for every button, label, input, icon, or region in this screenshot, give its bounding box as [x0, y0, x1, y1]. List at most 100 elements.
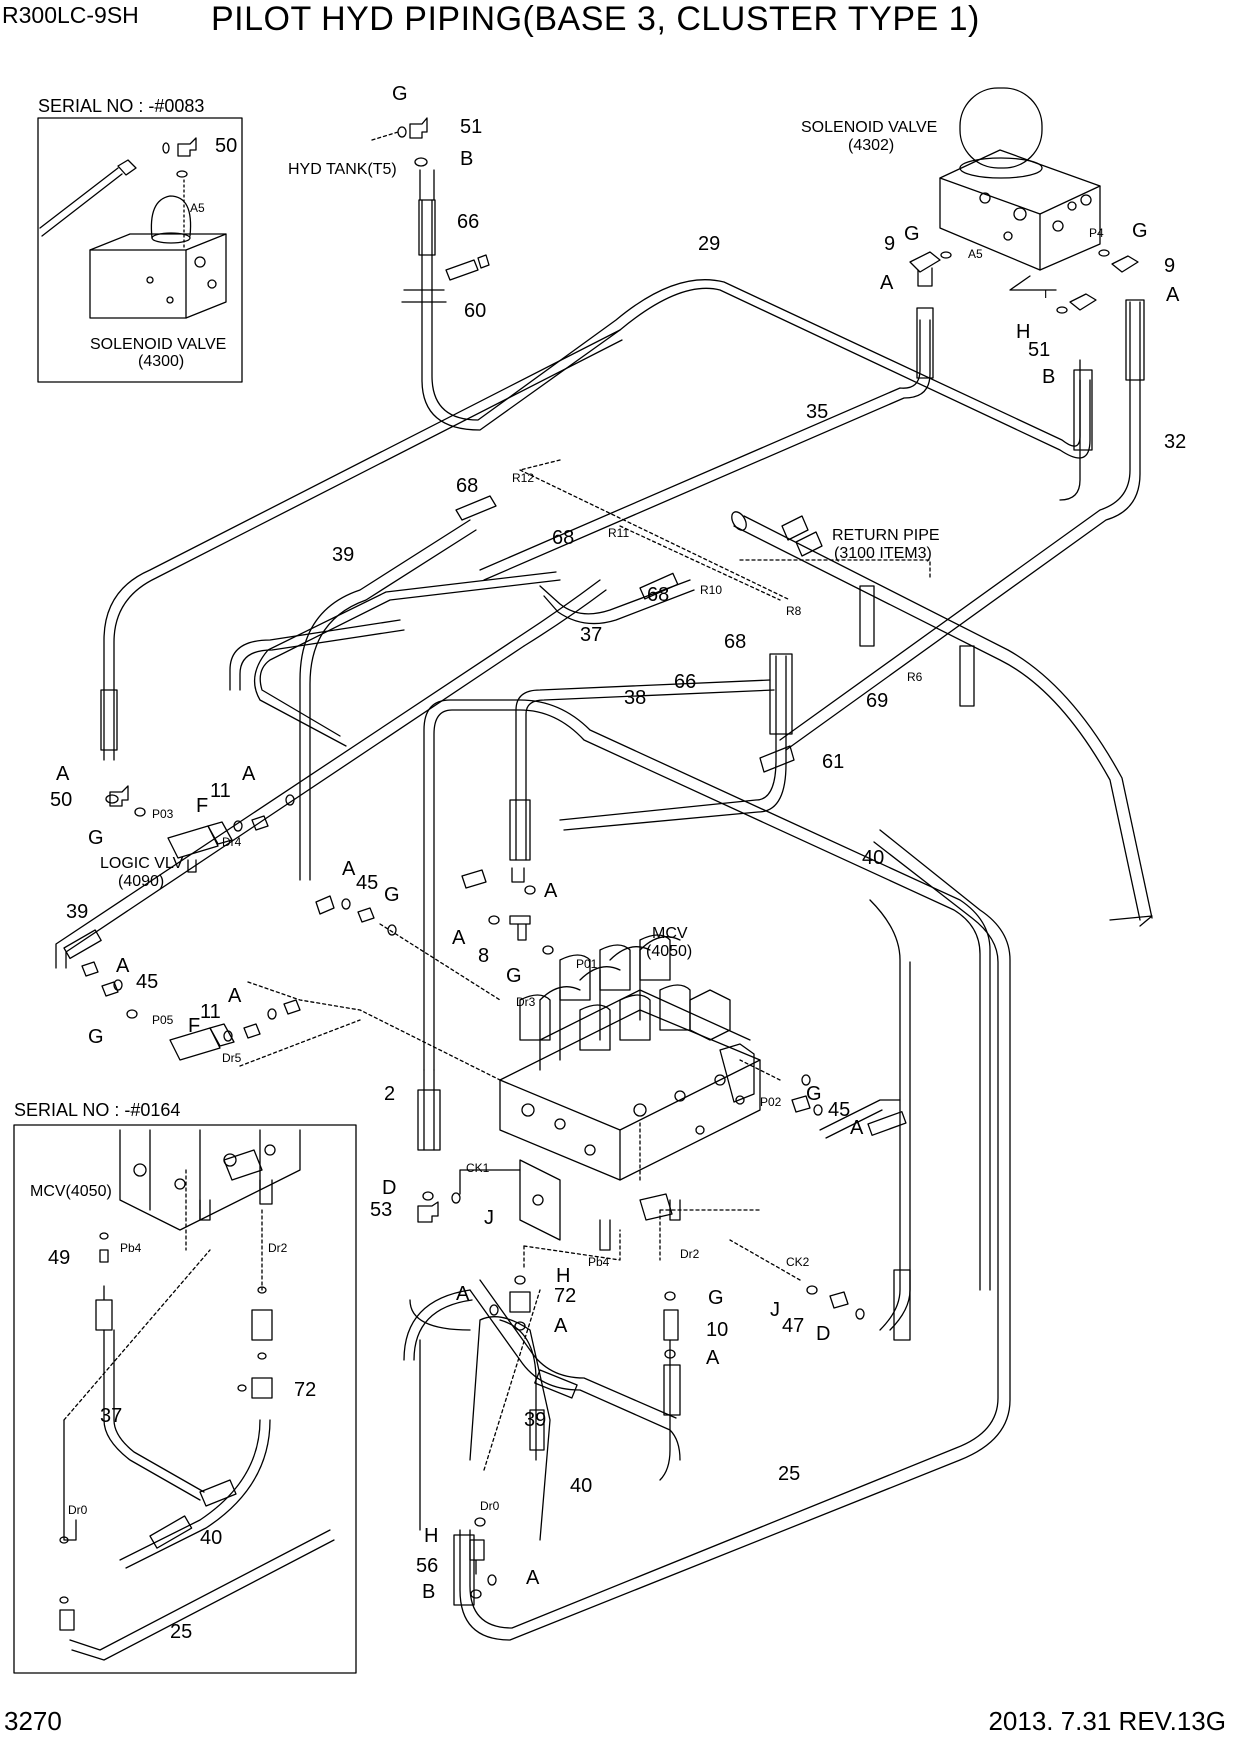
callout-label: 10	[706, 1319, 728, 1341]
callout-label: 72	[294, 1379, 316, 1401]
leader-lines	[239, 459, 931, 1471]
inset-frame-bottom-left	[13, 1124, 357, 1674]
callout-label: H	[1016, 321, 1030, 343]
callout-label: Pb4	[588, 1255, 610, 1269]
callout-label: 9	[1164, 255, 1175, 277]
callout-label: B	[1042, 366, 1055, 388]
callout-label: F	[196, 795, 208, 817]
callout-label: Dr3	[516, 995, 536, 1009]
callout-label: 68	[456, 475, 478, 497]
pipe-long-left	[100, 329, 623, 761]
inset-serial-top: SERIAL NO : -#0083	[38, 96, 204, 116]
callout-label: H	[556, 1265, 570, 1287]
callout-label: R11	[608, 526, 629, 540]
pipe-61	[559, 653, 795, 831]
callout-label: A	[452, 927, 466, 949]
inset-component-number: (4300)	[138, 353, 184, 370]
callout-label: A	[56, 763, 70, 785]
callout-label: Pb4	[120, 1241, 142, 1255]
callout-label: 32	[1164, 431, 1186, 453]
callout-label: A	[544, 880, 558, 902]
solenoid-valve-number: (4302)	[848, 137, 894, 154]
callout-label: 40	[862, 847, 884, 869]
revision-date: 2013. 7.31 REV.13G	[988, 1706, 1226, 1736]
callout-label: R10	[700, 583, 722, 597]
hyd-tank-label: HYD TANK(T5)	[288, 161, 397, 178]
inset-solenoid-valve-drawing	[39, 137, 227, 319]
mcv-block-drawing	[459, 934, 761, 1261]
return-pipe-number: (3100 ITEM3)	[834, 545, 932, 562]
callout-label: A	[850, 1117, 864, 1139]
callout-label: 39	[524, 1409, 546, 1431]
callout-label: 45	[828, 1099, 850, 1121]
callout-label: 40	[200, 1527, 222, 1549]
callout-label: G	[708, 1287, 724, 1309]
callout-label: 11	[210, 780, 231, 802]
callout-label: A	[526, 1567, 540, 1589]
callout-label: 47	[782, 1315, 804, 1337]
callout-label: Dr5	[222, 1051, 242, 1065]
solenoid-valve-4302-drawing	[909, 87, 1139, 314]
callout-label: CK2	[786, 1255, 810, 1269]
callout-label: G	[392, 83, 408, 105]
callout-label: 11	[200, 1001, 221, 1023]
solenoid-valve-label: SOLENOID VALVE	[801, 119, 937, 136]
callout-label: P03	[152, 807, 174, 821]
callout-label: 37	[580, 624, 602, 646]
callout-label: A5	[190, 201, 205, 215]
pipe-39-upper	[299, 495, 497, 881]
callout-label: A	[456, 1283, 470, 1305]
fittings-mcv	[417, 1059, 865, 1599]
callout-label: Dr0	[480, 1499, 500, 1513]
callout-label: R8	[786, 604, 802, 618]
callout-label: F	[188, 1015, 200, 1037]
callout-label: G	[88, 1026, 104, 1048]
callout-label: D	[382, 1177, 396, 1199]
pipe-hyd-tank	[371, 117, 447, 303]
logic-valve-drawing	[105, 785, 295, 873]
callout-label: P02	[760, 1095, 782, 1109]
mcv-number: (4050)	[646, 943, 692, 960]
fitting-8	[461, 867, 554, 955]
callout-label: H	[424, 1525, 438, 1547]
callout-label: 45	[356, 872, 378, 894]
logic-valve-label: LOGIC VLV	[100, 855, 184, 872]
fittings-45-left	[101, 895, 397, 997]
pipe-40	[417, 699, 991, 1341]
callout-label: T	[1042, 287, 1050, 301]
callout-label: 49	[48, 1247, 70, 1269]
callout-label: 68	[647, 584, 669, 606]
page-title: PILOT HYD PIPING(BASE 3, CLUSTER TYPE 1)	[211, 0, 980, 38]
callout-label: 51	[1028, 339, 1050, 361]
callout-label: 29	[698, 233, 720, 255]
callout-label: R12	[512, 471, 534, 485]
callout-label: 9	[884, 233, 895, 255]
callout-label: 51	[460, 116, 482, 138]
callout-label: 40	[570, 1475, 592, 1497]
callout-label: 69	[866, 690, 888, 712]
callout-label: J	[484, 1207, 494, 1229]
callout-label: G	[506, 965, 522, 987]
pipe-29-right	[1059, 359, 1093, 501]
pipe-40-lower	[499, 1319, 681, 1481]
callout-label: A	[1166, 284, 1180, 306]
callout-label: 50	[50, 789, 72, 811]
callout-label: Dr0	[68, 1503, 88, 1517]
model-number: R300LC-9SH	[2, 2, 139, 28]
callout-label: 68	[552, 527, 574, 549]
callout-label: 45	[136, 971, 158, 993]
callout-label: P4	[1089, 226, 1104, 240]
callout-label: 53	[370, 1199, 392, 1221]
callout-label: P05	[152, 1013, 174, 1027]
callout-label: 61	[822, 751, 844, 773]
pipe-39-lower-left	[55, 571, 607, 969]
callout-label: 50	[215, 135, 237, 157]
callout-label: G	[88, 827, 104, 849]
callout-label: G	[384, 884, 400, 906]
pipe-32	[779, 299, 1145, 751]
callout-label: 38	[624, 687, 646, 709]
callout-label: 39	[66, 901, 88, 923]
callout-label: 25	[778, 1463, 800, 1485]
